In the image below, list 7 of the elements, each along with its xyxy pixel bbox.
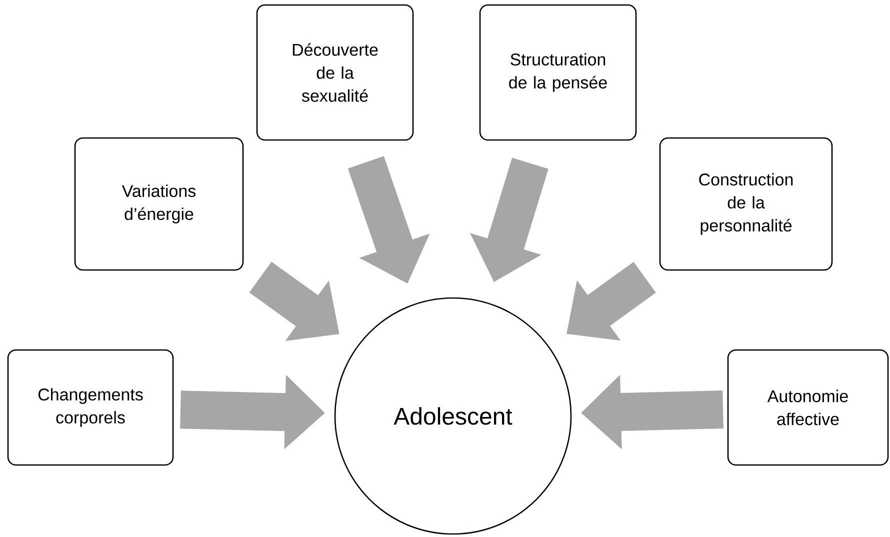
- rounded-box: Changements corporels: [7, 349, 174, 466]
- rounded-box: Autonomie affective: [727, 349, 889, 466]
- rounded-box: Construction de la personnalité: [659, 137, 833, 271]
- circle-node: Adolescent: [334, 297, 572, 535]
- rounded-box: Variations d’énergie: [74, 137, 244, 271]
- rounded-box: Découverte de la sexualité: [256, 4, 414, 141]
- rounded-box: Structuration de la pensée: [479, 4, 637, 141]
